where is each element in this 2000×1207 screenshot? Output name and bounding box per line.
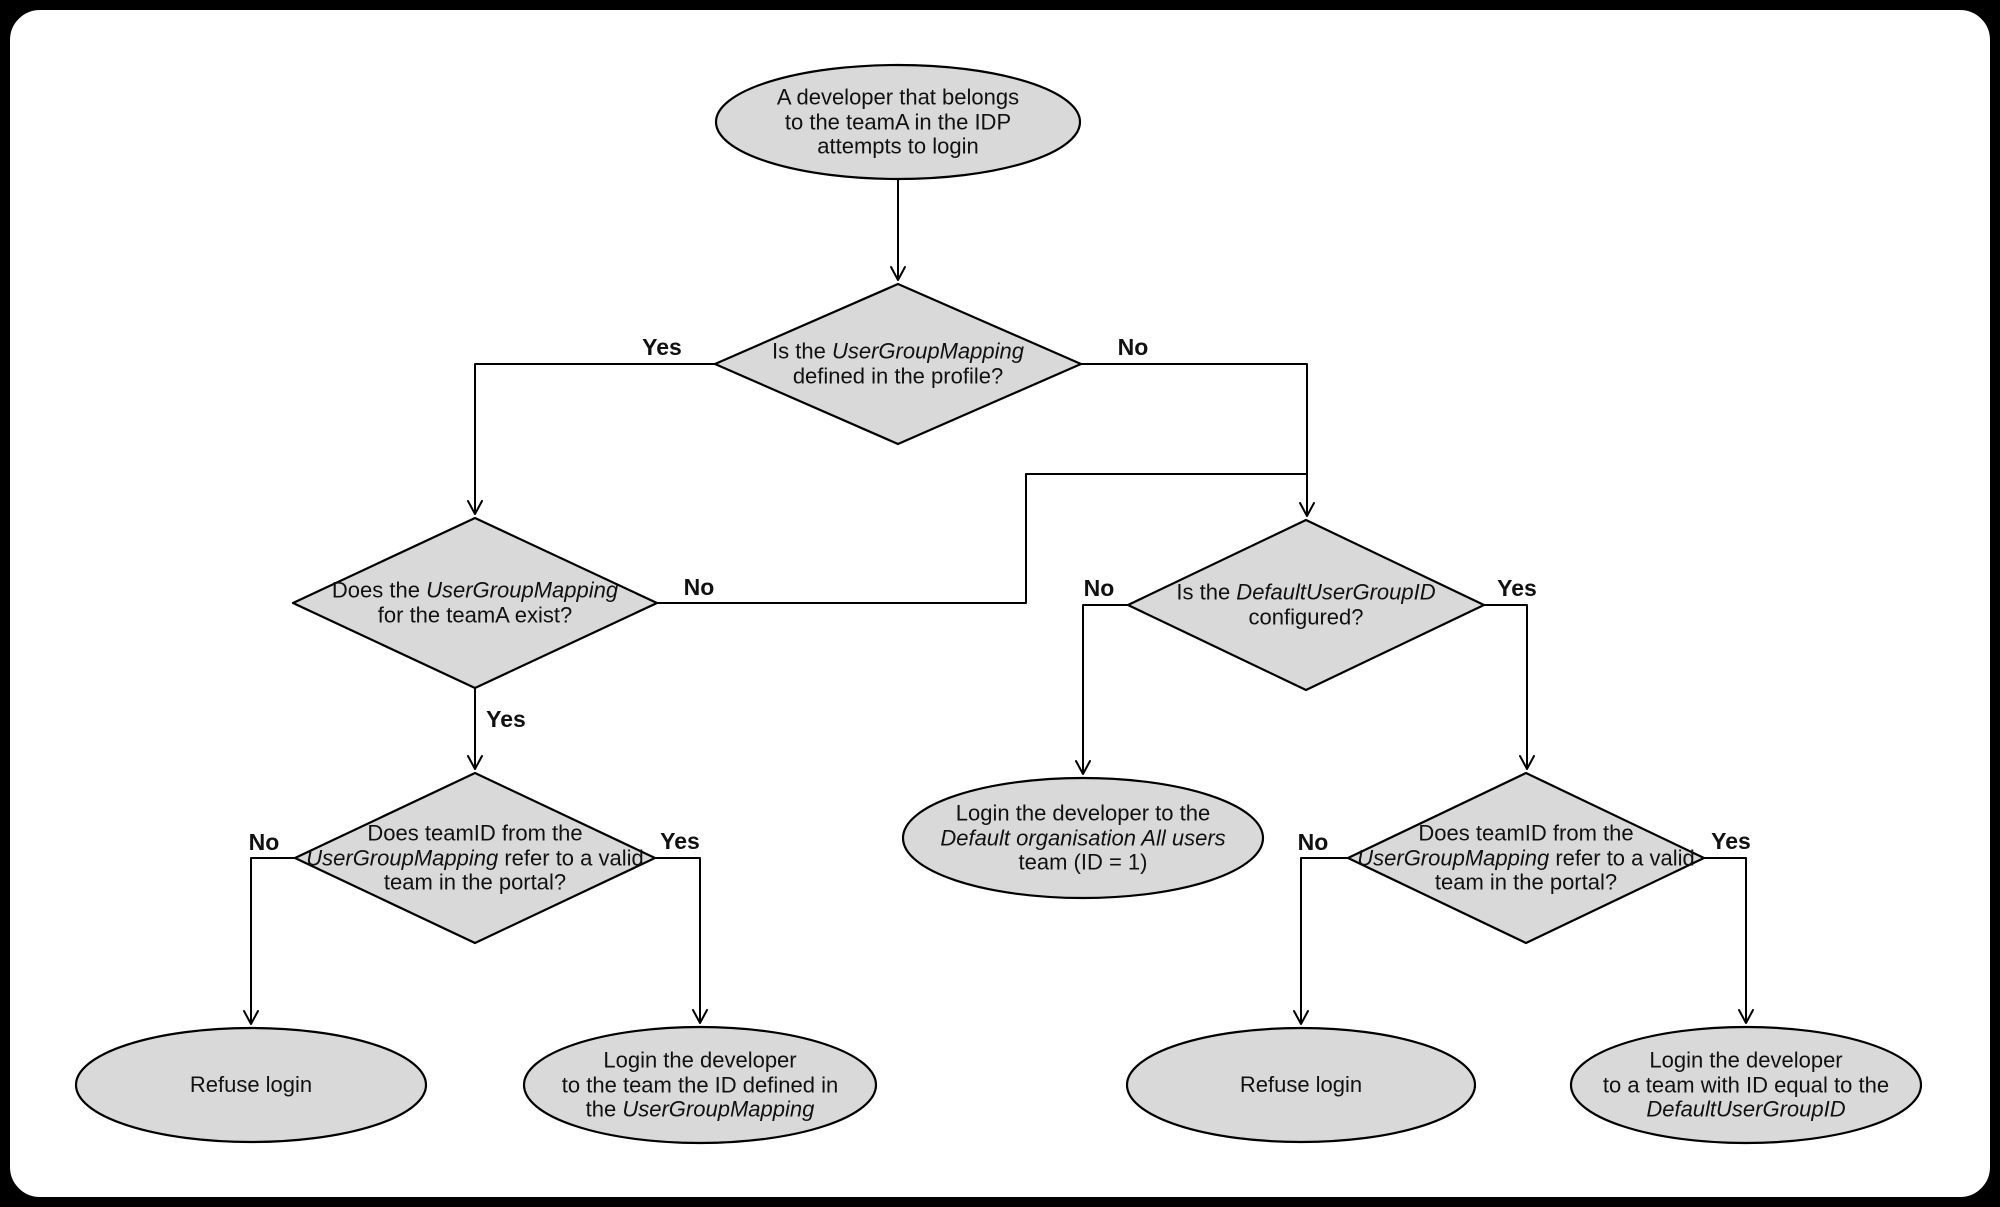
node-ugm-defined <box>713 282 1083 446</box>
edge-default-ugid-no <box>1075 604 1128 775</box>
edge-group <box>243 179 1754 1025</box>
node-teamid-valid-left <box>293 771 657 945</box>
edge-label-ugm-exists-yes: Yes <box>486 706 526 732</box>
edge-teamid-left-yes <box>655 857 708 1024</box>
edge-ugm-exists-no <box>657 473 1307 604</box>
edge-label-teamid-right-no: No <box>1298 829 1329 855</box>
edge-label-ugm-defined-no: No <box>1118 334 1149 360</box>
node-teamid-valid-right <box>1346 771 1706 945</box>
edge-teamid-left-no <box>243 857 295 1025</box>
edge-label-teamid-left-no: No <box>249 829 280 855</box>
edge-label-default-ugid-no: No <box>1084 575 1115 601</box>
edge-ugm-defined-yes <box>467 363 715 515</box>
edge-teamid-right-no <box>1293 857 1348 1025</box>
node-ugm-exists <box>291 516 659 690</box>
edge-label-ugm-exists-no: No <box>684 574 715 600</box>
node-start <box>714 63 1082 181</box>
node-group <box>74 63 1923 1145</box>
edge-label-ugm-defined-yes: Yes <box>642 334 682 360</box>
node-default-ugid-configured <box>1126 518 1486 692</box>
node-refuse-login-right <box>1125 1026 1477 1144</box>
node-login-default-org <box>901 776 1265 900</box>
node-refuse-login-left <box>74 1026 428 1144</box>
edge-teamid-right-yes <box>1704 857 1754 1024</box>
edge-ugm-defined-no <box>1081 363 1315 517</box>
edge-label-teamid-right-yes: Yes <box>1711 828 1751 854</box>
node-login-default-ugid <box>1569 1025 1923 1145</box>
edge-label-teamid-left-yes: Yes <box>660 828 700 854</box>
edge-default-ugid-yes <box>1484 604 1535 770</box>
node-login-ugm-team <box>522 1025 878 1145</box>
edge-label-default-ugid-yes: Yes <box>1497 575 1537 601</box>
